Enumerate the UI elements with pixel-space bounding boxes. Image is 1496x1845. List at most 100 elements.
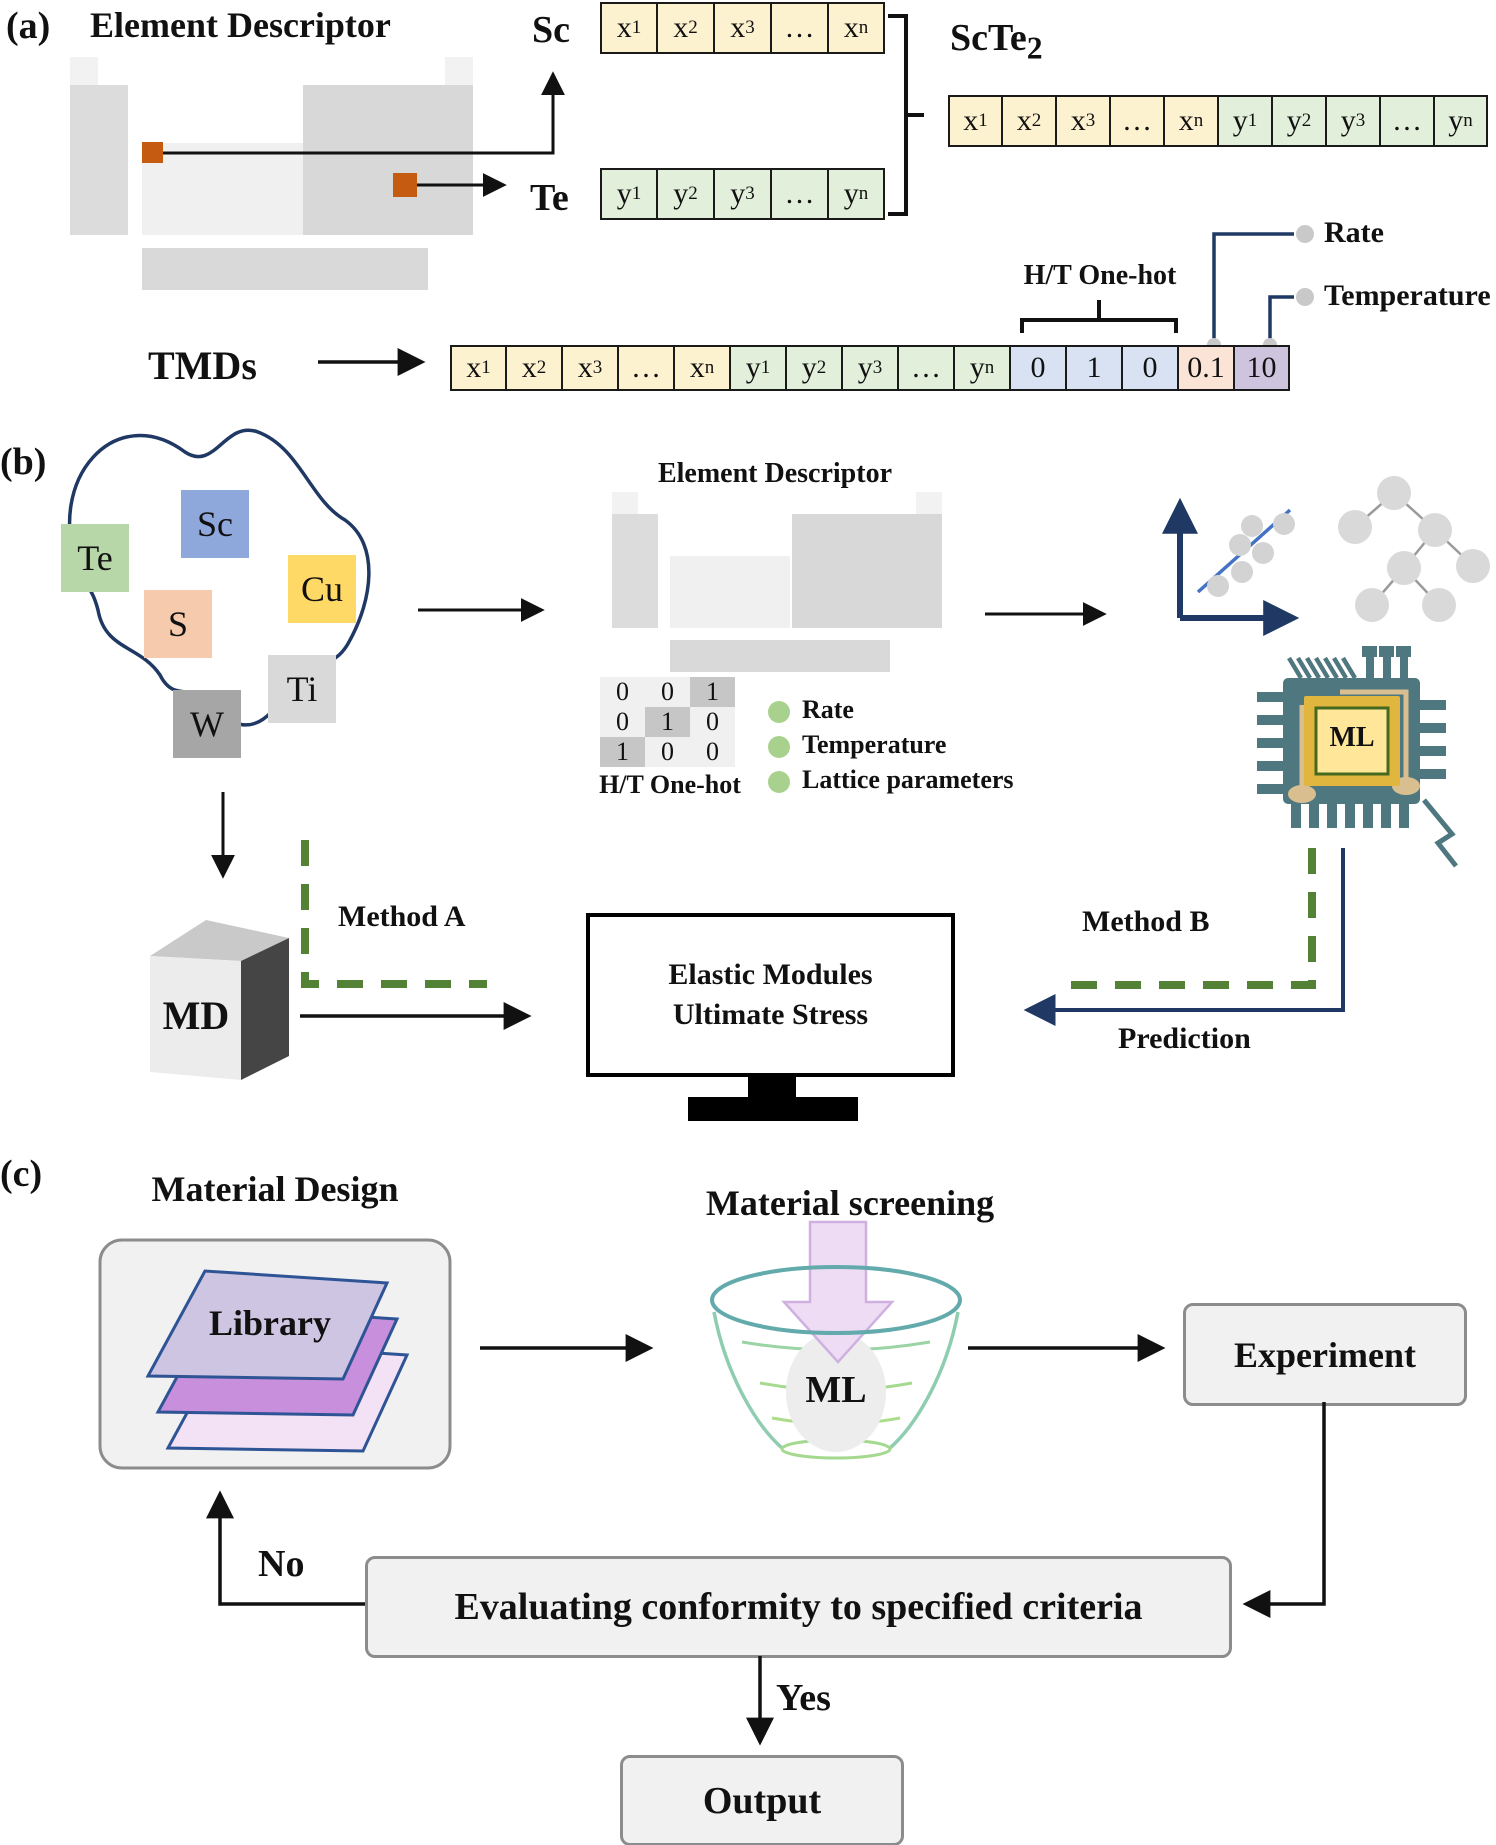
method-b-label: Method B	[1082, 905, 1210, 938]
scte2-vector-cell: …	[1380, 95, 1434, 147]
descriptor-title-b: Element Descriptor	[657, 458, 893, 489]
pt-a-corner-left	[70, 57, 98, 85]
temperature-connector	[1263, 288, 1314, 352]
experiment-box: Experiment	[1183, 1303, 1467, 1406]
pt-b-corner-left	[612, 492, 638, 514]
experiment-label: Experiment	[1234, 1334, 1416, 1375]
rate-connector	[1207, 225, 1314, 352]
pt-a-mid-block	[142, 143, 303, 235]
monitor-text-line: Ultimate Stress	[672, 998, 869, 1031]
pt-b-corner-right	[916, 492, 942, 514]
library-label: Library	[209, 1303, 331, 1343]
pt-a-bottom-strip	[142, 248, 428, 290]
te-element-marker	[393, 173, 417, 197]
sc-vector-cell: …	[771, 2, 828, 54]
no-label: No	[258, 1543, 305, 1585]
ht-onehot-label-b: H/T One-hot	[599, 770, 741, 799]
tmds-vector-cell: …	[898, 345, 954, 391]
panel-c-label: (c)	[0, 1153, 43, 1195]
tmds-label: TMDs	[148, 343, 257, 388]
rate-label-a: Rate	[1324, 216, 1384, 249]
pt-b-right-block	[792, 514, 942, 628]
md-label: MD	[162, 993, 230, 1038]
prediction-label: Prediction	[1118, 1022, 1251, 1055]
feature-bullet-icon	[768, 736, 790, 758]
temperature-label-a: Temperature	[1324, 279, 1491, 312]
concat-bracket	[888, 14, 924, 216]
funnel-icon	[710, 1220, 962, 1460]
decision-tree-icon	[1338, 476, 1490, 622]
element-square-w: W	[173, 690, 241, 758]
material-design-title: Material Design	[151, 1169, 399, 1209]
onehot-matrix-cell: 0	[600, 677, 645, 707]
element-square-cu: Cu	[288, 555, 356, 623]
panel-a-label: (a)	[6, 5, 51, 47]
ml-chip-icon	[1257, 646, 1458, 868]
element-square-sc: Sc	[181, 490, 249, 558]
onehot-matrix-cell: 0	[645, 737, 690, 767]
scte2-vector-cell: …	[1110, 95, 1164, 147]
te-vector-cell: …	[771, 168, 828, 220]
evaluating-label: Evaluating conformity to specified crite…	[454, 1586, 1143, 1628]
tmds-vector-cell: …	[618, 345, 674, 391]
tmds-vector-cell: 1	[1066, 345, 1122, 391]
monitor-text-line: Elastic Modules	[668, 958, 873, 991]
onehot-matrix-cell: 0	[645, 677, 690, 707]
panel-a-title: Element Descriptor	[90, 5, 391, 45]
arrow-experiment-to-evaluating	[1242, 1402, 1326, 1618]
screening-arrow-icon	[781, 1220, 895, 1364]
pt-b-mid-block	[670, 556, 790, 628]
onehot-matrix-cell: 0	[690, 707, 735, 737]
output-box: Output	[620, 1755, 904, 1845]
monitor-stand	[688, 1073, 858, 1121]
method-a-label: Method A	[338, 900, 466, 933]
output-label: Output	[702, 1779, 822, 1822]
onehot-matrix-cell: 0	[600, 707, 645, 737]
element-square-s: S	[144, 590, 212, 658]
material-screening-title: Material screening	[705, 1183, 995, 1223]
scatter-plot-icon	[1162, 497, 1300, 636]
evaluating-box: Evaluating conformity to specified crite…	[365, 1556, 1232, 1658]
te-label: Te	[530, 177, 569, 219]
feature-label: Rate	[802, 695, 854, 724]
element-square-ti: Ti	[268, 655, 336, 723]
tmds-vector-cell: 0.1	[1178, 345, 1234, 391]
onehot-matrix-cell: 1	[600, 737, 645, 767]
element-square-te: Te	[61, 524, 129, 592]
panel-b-label: (b)	[0, 441, 47, 483]
onehot-matrix-cell: 0	[690, 737, 735, 767]
tmds-vector-cell: 0	[1010, 345, 1066, 391]
ml-chip-label: ML	[1329, 722, 1375, 753]
pt-b-left-col	[612, 514, 658, 628]
sc-element-marker	[142, 142, 163, 163]
feature-bullet-icon	[768, 701, 790, 723]
ht-bracket-a	[1020, 300, 1178, 333]
feature-bullet-icon	[768, 771, 790, 793]
sc-label: Sc	[532, 9, 570, 51]
tmds-vector-cell: 10	[1234, 345, 1290, 391]
feature-label: Temperature	[802, 730, 947, 759]
